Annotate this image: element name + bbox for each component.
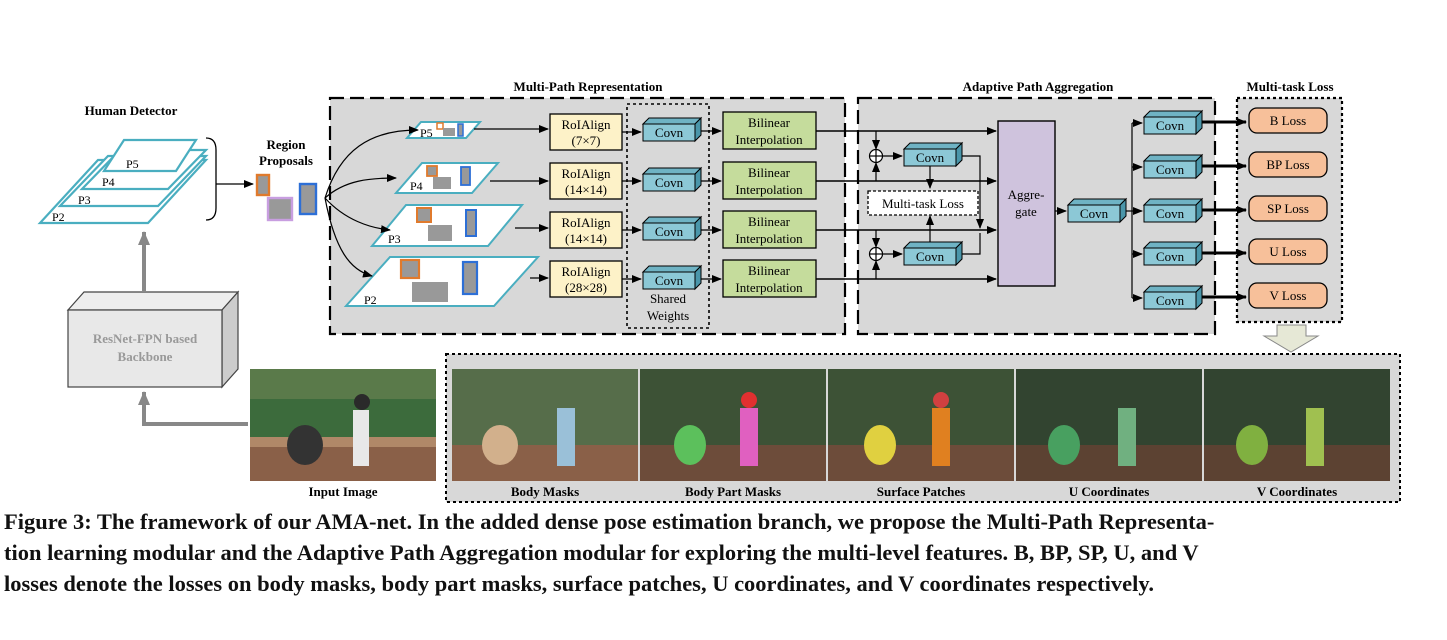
aggregate-label-2: gate xyxy=(1015,204,1037,219)
level-p2: P2 xyxy=(52,210,65,224)
caption-line-2: tion learning modular and the Adaptive P… xyxy=(4,540,1199,565)
shared-weights-label-2: Weights xyxy=(647,308,689,323)
region-label-2: Proposals xyxy=(259,153,313,168)
svg-text:P3: P3 xyxy=(388,232,401,246)
bilinear-label-4a: Bilinear xyxy=(748,263,791,278)
bilinear-label-1b: Interpolation xyxy=(735,132,803,147)
bilinear-label-1a: Bilinear xyxy=(748,115,791,130)
svg-text:P5: P5 xyxy=(420,126,433,140)
output-covn-label-4: Covn xyxy=(1156,249,1185,264)
roialign-size-2: (14×14) xyxy=(565,182,607,197)
region-label-1: Region xyxy=(267,137,307,152)
adaptive-covn-blocks xyxy=(902,141,964,267)
plane-to-roi-arrows xyxy=(474,125,549,282)
output-thumbnails xyxy=(452,369,1390,481)
output-label-body-masks: Body Masks xyxy=(511,484,579,499)
output-covn-blocks xyxy=(1142,109,1204,311)
shared-weights-box xyxy=(626,103,710,329)
output-label-v-coordinates: V Coordinates xyxy=(1257,484,1337,499)
backbone-label-2: Backbone xyxy=(118,349,173,364)
region-proposal-boxes xyxy=(255,173,318,222)
level-p5: P5 xyxy=(126,157,139,171)
loss-v: V Loss xyxy=(1270,288,1307,303)
aggregate-covn-block xyxy=(1066,197,1128,224)
bilinear-label-4b: Interpolation xyxy=(735,280,803,295)
backbone-label-1: ResNet-FPN based xyxy=(93,331,198,346)
loss-sp: SP Loss xyxy=(1267,201,1309,216)
output-label-body-part-masks: Body Part Masks xyxy=(685,484,781,499)
detector-brace xyxy=(205,137,217,221)
output-branches xyxy=(1126,119,1143,302)
covn-label-1: Covn xyxy=(655,125,684,140)
input-image-label: Input Image xyxy=(309,484,378,499)
output-covn-label-3: Covn xyxy=(1156,206,1185,221)
aggregate-covn-label: Covn xyxy=(1080,206,1109,221)
figure-caption: Figure 3: The framework of our AMA-net. … xyxy=(4,506,1442,599)
svg-text:P2: P2 xyxy=(364,293,377,307)
bilinear-label-2b: Interpolation xyxy=(735,182,803,197)
loss-bp: BP Loss xyxy=(1266,157,1309,172)
covn-label-4: Covn xyxy=(655,273,684,288)
level-p4: P4 xyxy=(102,175,115,189)
adaptive-covn-label-2: Covn xyxy=(916,249,945,264)
plus-nodes xyxy=(868,148,884,262)
loss-to-output-arrow xyxy=(1262,324,1320,353)
bilinear-label-2a: Bilinear xyxy=(748,165,791,180)
covn-label-3: Covn xyxy=(655,224,684,239)
roialign-label-2: RoIAlign xyxy=(561,166,611,181)
covn-to-bilinear-arrows xyxy=(701,127,722,283)
loss-boxes xyxy=(1248,107,1328,309)
caption-line-3: losses denote the losses on body masks, … xyxy=(4,571,1155,596)
output-label-u-coordinates: U Coordinates xyxy=(1069,484,1150,499)
roi-to-covn-arrows xyxy=(622,128,642,283)
output-covn-label-2: Covn xyxy=(1156,162,1185,177)
adaptive-covn-label-1: Covn xyxy=(916,150,945,165)
shared-weights-label-1: Shared xyxy=(650,291,687,306)
roialign-label-1: RoIAlign xyxy=(561,117,611,132)
aggregate-box xyxy=(997,120,1056,287)
human-detector-title: Human Detector xyxy=(85,103,178,118)
input-image xyxy=(250,369,436,481)
aggregate-label-1: Aggre- xyxy=(1008,187,1045,202)
roialign-boxes xyxy=(549,113,623,298)
bilinear-boxes xyxy=(722,111,817,298)
aggregation-branches xyxy=(872,131,984,279)
image-to-backbone-arrow xyxy=(138,391,248,426)
roialign-label-3: RoIAlign xyxy=(561,215,611,230)
roialign-size-3: (14×14) xyxy=(565,231,607,246)
roialign-size-1: (7×7) xyxy=(572,133,601,148)
fan-out-arrows xyxy=(324,126,419,278)
adaptive-title: Adaptive Path Aggregation xyxy=(963,79,1114,94)
loss-u: U Loss xyxy=(1269,244,1306,259)
bilinear-label-3b: Interpolation xyxy=(735,231,803,246)
roi-planes: P5 P4 P3 P2 xyxy=(343,121,541,307)
output-covn-label-5: Covn xyxy=(1156,293,1185,308)
output-label-surface-patches: Surface Patches xyxy=(877,484,965,499)
backbone-box: ResNet-FPN based Backbone xyxy=(66,290,240,389)
caption-line-1: Figure 3: The framework of our AMA-net. … xyxy=(4,509,1215,534)
covn-label-2: Covn xyxy=(655,175,684,190)
feature-pyramid: P5 P4 P3 P2 xyxy=(37,138,209,225)
covn-to-loss-arrows xyxy=(1202,118,1247,301)
bilinear-label-3a: Bilinear xyxy=(748,214,791,229)
roialign-size-4: (28×28) xyxy=(565,280,607,295)
roialign-label-4: RoIAlign xyxy=(561,264,611,279)
inner-multitask-loss-label: Multi-task Loss xyxy=(882,196,964,211)
multitask-loss-title: Multi-task Loss xyxy=(1246,79,1333,94)
svg-text:P4: P4 xyxy=(410,179,423,193)
inner-multitask-loss-box xyxy=(867,190,979,216)
multi-path-title: Multi-Path Representation xyxy=(514,79,664,94)
bilinear-to-aggregate-arrows xyxy=(816,127,997,283)
loss-b: B Loss xyxy=(1270,113,1306,128)
output-covn-label-1: Covn xyxy=(1156,118,1185,133)
level-p3: P3 xyxy=(78,193,91,207)
panel-covn-blocks xyxy=(641,116,703,291)
